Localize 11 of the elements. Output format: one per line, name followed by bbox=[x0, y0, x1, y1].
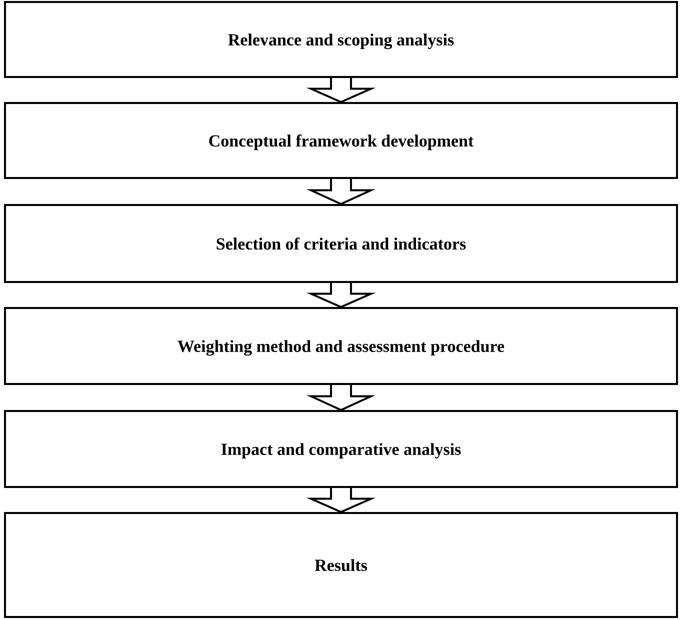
block-arrow bbox=[306, 487, 376, 514]
block-arrow bbox=[306, 77, 376, 104]
process-box: Selection of criteria and indicators bbox=[4, 204, 678, 283]
process-box: Weighting method and assessment procedure bbox=[4, 307, 678, 385]
block-arrow bbox=[306, 282, 376, 308]
process-box: Results bbox=[4, 512, 678, 618]
process-box: Conceptual framework development bbox=[4, 102, 678, 179]
process-box: Relevance and scoping analysis bbox=[4, 1, 678, 78]
block-arrow bbox=[306, 178, 376, 206]
block-arrow bbox=[306, 384, 376, 412]
process-box: Impact and comparative analysis bbox=[4, 410, 678, 488]
